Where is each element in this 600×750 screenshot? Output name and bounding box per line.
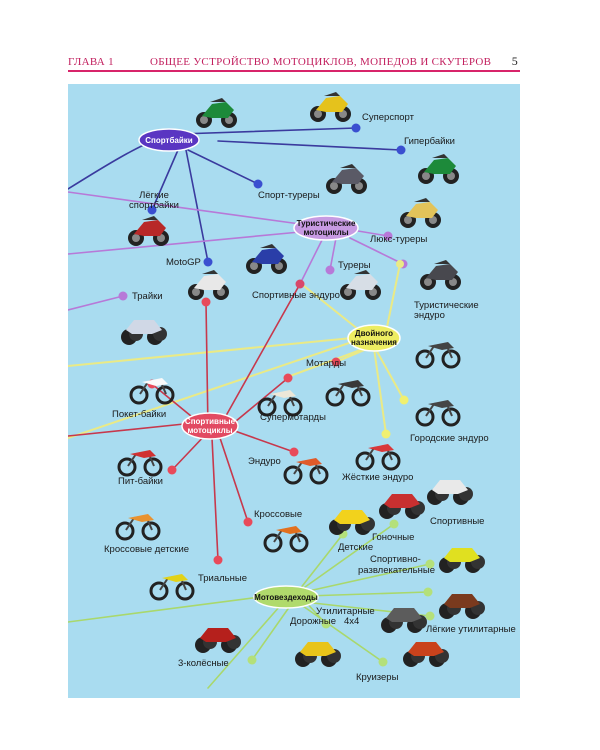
kids-cross-picture [115,512,161,541]
light-utility-atv-picture [439,594,485,619]
hub-moto-label-1: Спортивные [185,417,236,426]
sport-connectors [68,127,402,263]
tourer-picture [340,270,381,300]
tourist-enduro-picture [420,260,461,290]
trial-picture [149,572,195,601]
label-sport-rec-2: развлекательные [358,565,435,576]
hub-dual: Двойного назначения [347,324,401,352]
book-title: ОБЩЕЕ УСТРОЙСТВО МОТОЦИКЛОВ, МОПЕДОВ И С… [150,56,492,68]
label-city-enduro: Городские эндуро [410,433,489,444]
label-supermotards: Супермотарды [260,412,326,423]
trike-picture [121,320,167,345]
label-trikes: Трайки [132,291,163,302]
label-pocket-bikes: Покет-байки [112,409,166,420]
vehicle-pictures [115,92,485,667]
label-cross-kids: Кроссовые детские [104,544,189,555]
tourist-connectors [68,191,404,311]
label-pit-bikes: Пит-байки [118,476,163,487]
hub-atv-label: Мотовездеходы [254,593,318,602]
label-hard-enduro: Жёсткие эндуро [342,472,413,483]
dual-purpose-picture [415,340,461,369]
category-labels: Суперспорт Гипербайки Лёгкие спортбайки … [104,112,516,683]
label-trial: Триальные [198,573,247,584]
lux-tourer-picture [400,198,441,228]
hyperbike-picture [418,154,459,184]
header-rule [68,70,520,72]
label-tourist-enduro-1: Туристические [414,300,479,311]
label-sport-tourers: Спорт-туреры [258,190,320,201]
motorcycle-classification-diagram: Спортбайки Туристические мотоциклы Двойн… [68,84,520,698]
hub-dual-label-2: назначения [351,338,397,347]
label-tourers: Туреры [338,260,371,271]
racing-atv-picture [379,494,425,519]
label-motogp: MotoGP [166,257,201,268]
label-hyperbikes: Гипербайки [404,136,455,147]
kids-atv-picture [329,510,375,535]
motard-picture [325,378,371,407]
label-tourist-enduro-2: эндуро [414,310,445,321]
hub-tourist-label-1: Туристические [297,219,356,228]
label-motards: Мотарды [306,358,346,369]
light-sportbike-picture [128,216,169,246]
chapter-label: ГЛАВА 1 [68,56,114,68]
connector-lines [68,127,431,689]
motogp-picture-2 [246,244,287,274]
label-sport-enduro: Спортивные эндуро [252,290,340,301]
pit-bike-picture [117,448,163,477]
sport-atv-picture [427,480,473,505]
label-lux-tourers: Люкс-туреры [370,234,427,245]
label-sport-atv: Спортивные [430,516,484,527]
sport-tourer-picture [326,164,367,194]
pocket-bike-picture [129,376,175,405]
label-utility-2: 4x4 [344,616,359,627]
enduro-picture [283,456,329,485]
label-racing-atv: Гоночные [372,532,414,543]
label-sport-rec-1: Спортивно- [370,554,421,565]
three-wheel-atv-picture [195,628,241,653]
motogp-picture [188,270,229,300]
label-utility-1: Утилитарные [316,606,375,617]
sportbike-picture-1 [196,98,237,128]
diagram-canvas: Спортбайки Туристические мотоциклы Двойн… [68,92,516,689]
label-enduro: Эндуро [248,456,281,467]
label-supersport: Суперспорт [362,112,415,123]
cross-picture [263,524,309,553]
page-header: ГЛАВА 1 ОБЩЕЕ УСТРОЙСТВО МОТОЦИКЛОВ, МОП… [68,52,520,72]
label-cruisers: Круизеры [356,672,399,683]
hub-tourist-label-2: мотоциклы [303,228,348,237]
label-kids-atv: Детские [338,542,373,553]
hub-tourist: Туристические мотоциклы [293,215,359,241]
hub-sport: Спортбайки [138,128,200,152]
label-light-sport-2: спортбайки [129,200,179,211]
road-atv-picture [295,642,341,667]
cruiser-atv-picture [403,642,449,667]
page-number: 5 [511,54,518,68]
supersport-picture [310,92,351,122]
label-light-utility: Лёгкие утилитарные [426,624,516,635]
hub-moto: Спортивные мотоциклы [181,412,239,440]
label-road-atv: Дорожные [290,616,336,627]
label-three-wheel: 3-колёсные [178,658,229,669]
hub-sport-label: Спортбайки [145,136,193,145]
city-enduro-picture [415,398,461,427]
label-cross: Кроссовые [254,509,302,520]
hard-enduro-picture [355,442,401,471]
hub-dual-label-1: Двойного [355,329,393,338]
label-light-sport-1: Лёгкие [139,190,169,201]
hub-atv: Мотовездеходы [253,585,319,609]
hub-moto-label-2: мотоциклы [187,426,232,435]
sport-rec-atv-picture [439,548,485,573]
